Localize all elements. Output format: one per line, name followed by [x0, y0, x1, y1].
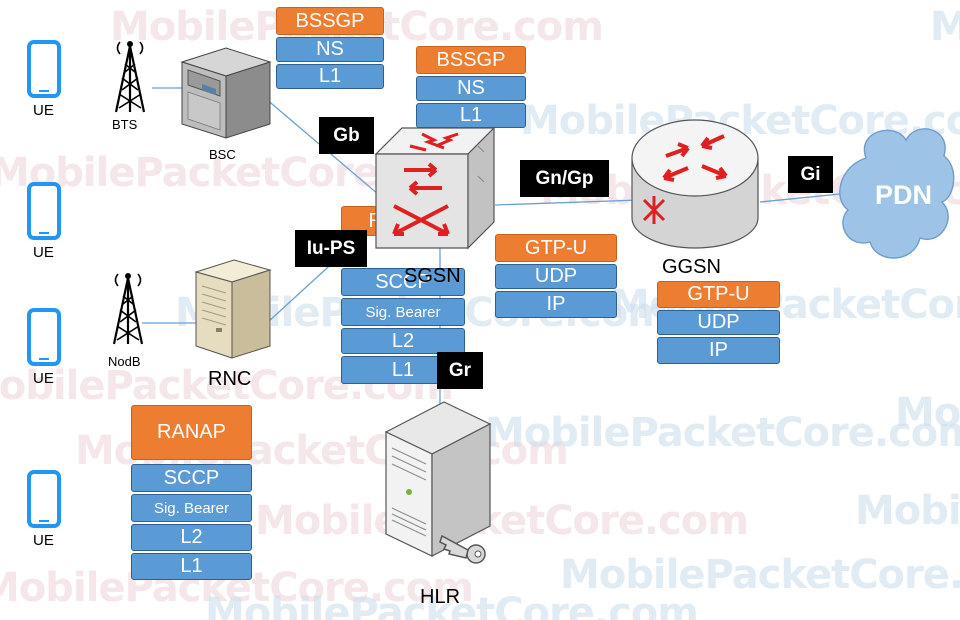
stack-layer-ns: NS — [416, 76, 526, 101]
bsc-label: BSC — [209, 147, 236, 162]
bsc-cabinet-icon — [180, 46, 272, 145]
ue-label: UE — [33, 244, 54, 261]
stack-layer-ns: NS — [276, 37, 384, 62]
phone-icon — [27, 40, 61, 103]
tower-icon — [108, 270, 148, 351]
rnc-cabinet-icon — [194, 258, 272, 365]
sgsn-switch-icon — [374, 126, 496, 255]
phone-icon — [27, 470, 61, 533]
pdn-label: PDN — [875, 180, 933, 210]
watermark: MobilePacketCore.com — [855, 488, 960, 534]
key-icon — [438, 520, 488, 575]
stack-layer-l1: L1 — [276, 64, 384, 89]
rnc-label: RNC — [208, 368, 252, 390]
ue-label: UE — [33, 370, 54, 387]
cloud-icon — [836, 118, 956, 273]
stack-layer-sccp: SCCP — [341, 268, 465, 296]
stack-layer-l2: L2 — [341, 328, 465, 354]
watermark: MobilePacketCore.com — [895, 390, 960, 436]
stack-layer-gtpu: GTP-U — [657, 281, 780, 308]
watermark: MobilePacketCore.com — [255, 498, 749, 544]
watermark: MobilePacketCore.com — [560, 552, 960, 598]
nodeb-label: NodB — [108, 354, 141, 369]
ggsn-router-icon — [628, 112, 762, 257]
stack-layer-sig-bearer: Sig. Bearer — [341, 298, 465, 326]
stack-layer-bssgp: BSSGP — [276, 7, 384, 35]
phone-icon — [27, 308, 61, 371]
interface-tag-gr: Gr — [437, 352, 483, 389]
stack-layer-l1: L1 — [131, 553, 252, 580]
sgsn-label: SGSN — [404, 265, 461, 287]
stack-layer-sccp: SCCP — [131, 464, 252, 492]
interface-tag-gi: Gi — [788, 156, 833, 193]
hlr-label: HLR — [420, 586, 461, 608]
stack-layer-bssgp: BSSGP — [416, 46, 526, 74]
ggsn-pdn-link — [759, 192, 851, 203]
hlr-server-icon — [384, 398, 494, 563]
tower-icon — [110, 38, 150, 119]
interface-tag-gb: Gb — [319, 117, 374, 154]
interface-tag-gn-gp: Gn/Gp — [520, 160, 609, 197]
ue-label: UE — [33, 102, 54, 119]
sgsn-ggsn-link — [494, 199, 641, 206]
bts-label: BTS — [112, 117, 138, 132]
stack-layer-ip: IP — [657, 337, 780, 364]
watermark: MobilePacketCore.com — [930, 4, 960, 50]
stack-layer-ranap: RANAP — [131, 405, 252, 460]
stack-layer-ip: IP — [495, 291, 617, 318]
stack-layer-l1: L1 — [416, 103, 526, 128]
watermark: MobilePacketCore.com — [485, 410, 960, 456]
watermark: MobilePacketCore.com — [205, 590, 699, 620]
stack-layer-udp: UDP — [495, 264, 617, 289]
stack-layer-gtpu: GTP-U — [495, 234, 617, 262]
ue-label: UE — [33, 532, 54, 549]
ggsn-label: GGSN — [662, 256, 721, 278]
stack-layer-sig-bearer: Sig. Bearer — [131, 494, 252, 522]
phone-icon — [27, 182, 61, 245]
interface-tag-iu-ps: Iu-PS — [295, 230, 367, 267]
stack-layer-udp: UDP — [657, 310, 780, 335]
stack-layer-l2: L2 — [131, 524, 252, 551]
